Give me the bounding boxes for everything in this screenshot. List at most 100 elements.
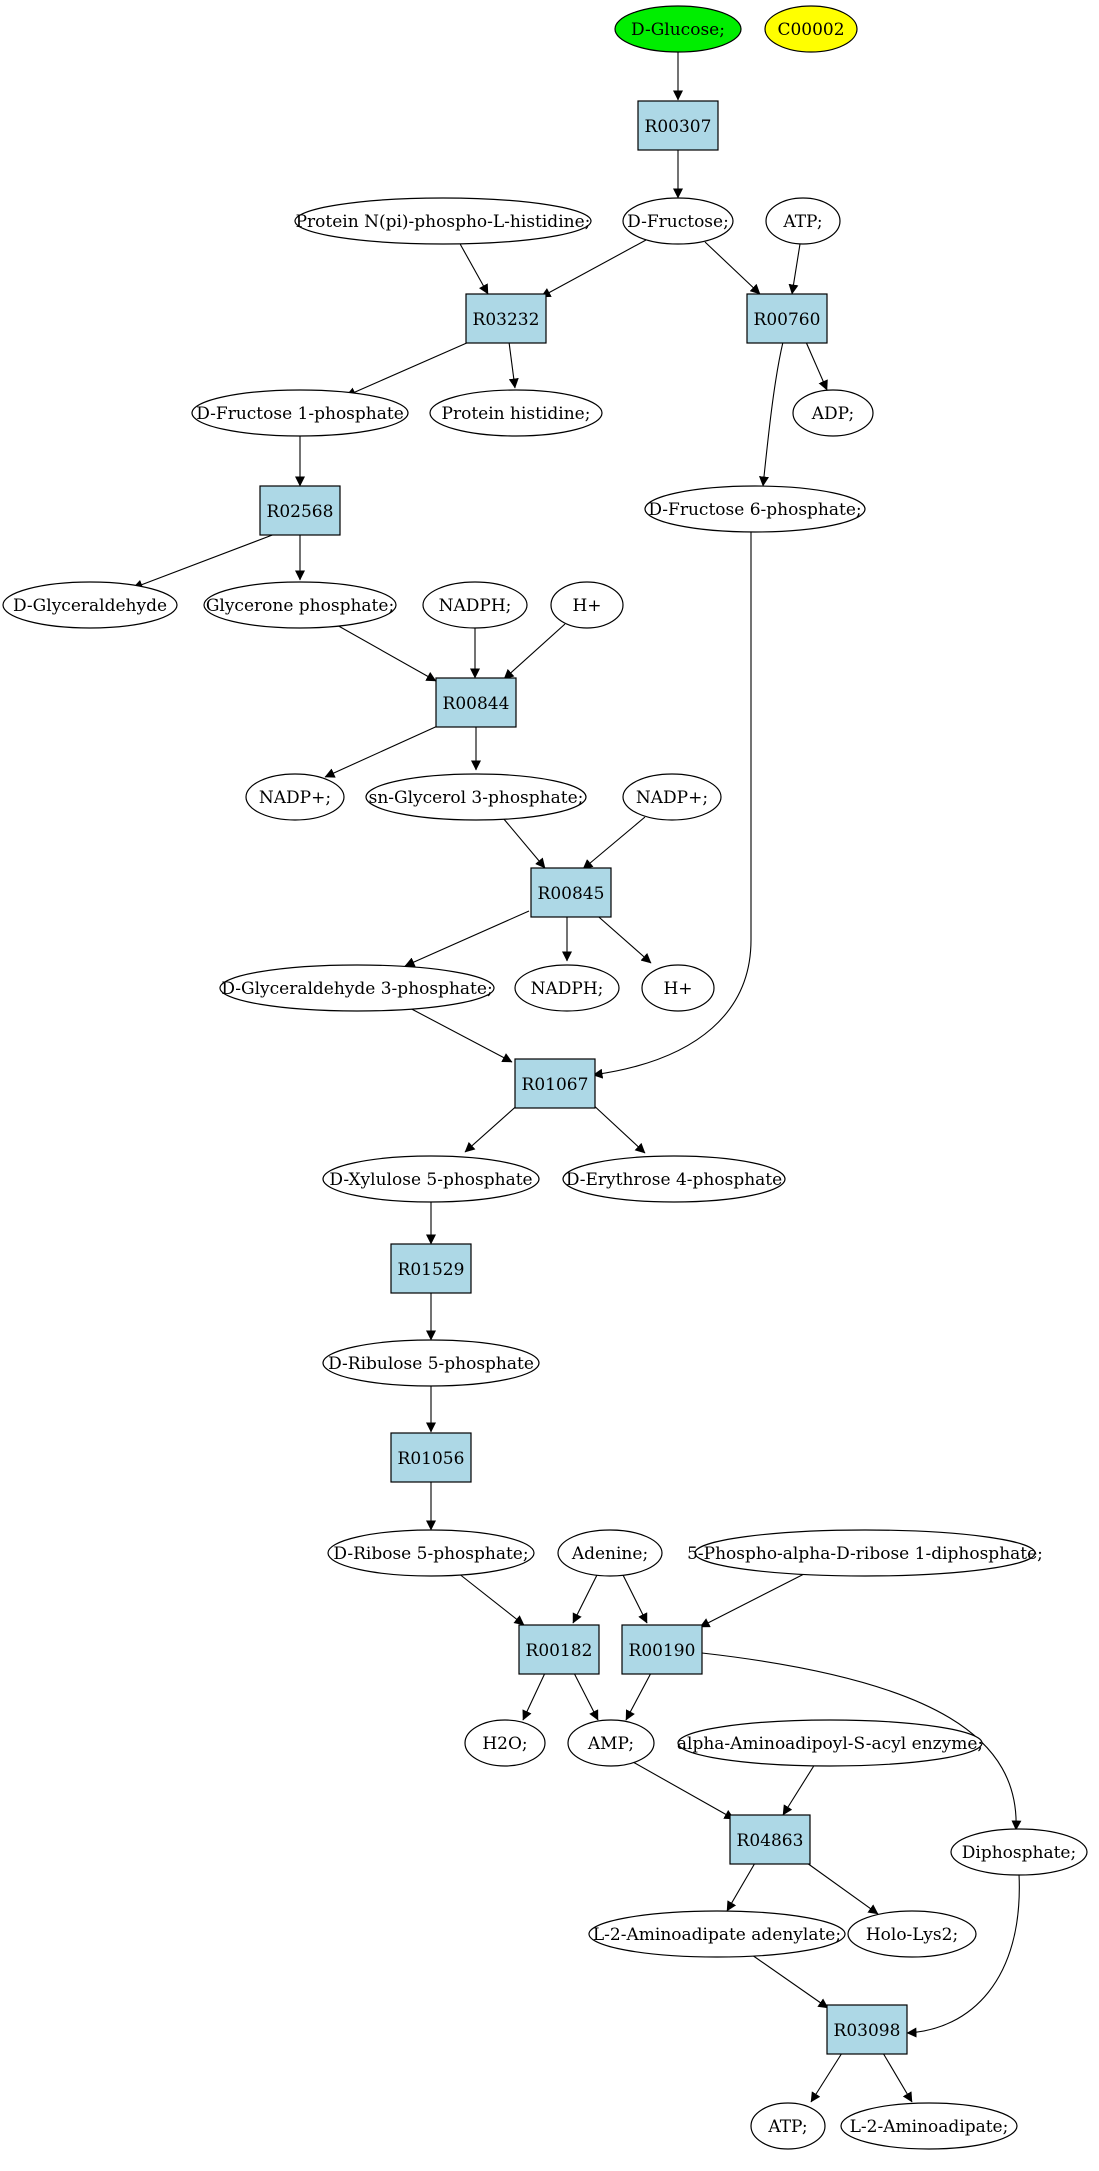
edge-nadp2-r00845 — [582, 816, 646, 870]
edge-f6p-r01067 — [592, 528, 752, 1079]
compound-label: D-Erythrose 4-phosphate — [566, 1170, 782, 1190]
edge-g3p-r00845 — [502, 817, 546, 869]
compound-label: ADP; — [811, 404, 854, 424]
compound-node-aminoadipoyl-s-acyl-enzyme[interactable]: alpha-Aminoadipoyl-S-acyl enzyme; — [677, 1719, 983, 1767]
reaction-node-r01067[interactable]: R01067 — [514, 1058, 596, 1109]
edge-r03098-l2aa — [882, 2052, 913, 2103]
compound-node-h-plus[interactable]: H+ — [550, 581, 624, 629]
compound-label: NADPH; — [531, 979, 604, 999]
compound-node-c00002[interactable]: C00002 — [764, 5, 858, 53]
reaction-node-r03098[interactable]: R03098 — [826, 2004, 908, 2055]
reaction-node-r01056[interactable]: R01056 — [390, 1432, 472, 1483]
compound-label: Holo-Lys2; — [866, 1925, 958, 1945]
compound-label: D-Ribose 5-phosphate; — [333, 1544, 528, 1564]
edge-l2aa-adenylate-r03098 — [751, 1954, 829, 2009]
compound-label: Diphosphate; — [962, 1843, 1076, 1863]
compound-node-glyceraldehyde-3-phosphate[interactable]: D-Glyceraldehyde 3-phosphate; — [219, 964, 495, 1012]
reaction-label: R00760 — [754, 310, 821, 330]
edge-r02568-glyceraldehyde — [132, 533, 276, 590]
reaction-label: R01067 — [522, 1075, 589, 1095]
compound-label: C00002 — [777, 20, 844, 40]
compound-node-amp[interactable]: AMP; — [567, 1719, 655, 1767]
edge-r03232-prot-his — [508, 341, 519, 389]
compound-node-xylulose-5-phosphate[interactable]: D-Xylulose 5-phosphate — [322, 1155, 540, 1203]
compound-label: Glycerone phosphate; — [206, 596, 394, 616]
compound-node-ribose-5-phosphate[interactable]: D-Ribose 5-phosphate; — [327, 1529, 535, 1577]
reaction-node-r03232[interactable]: R03232 — [465, 293, 547, 344]
reaction-node-r01529[interactable]: R01529 — [390, 1243, 472, 1294]
edge-r03232-f1p — [345, 341, 470, 397]
compound-node-nadp-plus[interactable]: NADP+; — [245, 773, 345, 821]
reaction-node-r00190[interactable]: R00190 — [621, 1624, 703, 1675]
compound-node-d-fructose[interactable]: D-Fructose; — [622, 197, 734, 245]
reaction-node-r00182[interactable]: R00182 — [518, 1624, 600, 1675]
reaction-node-r00844[interactable]: R00844 — [435, 677, 517, 728]
compound-label: D-Ribulose 5-phosphate — [328, 1354, 534, 1374]
compound-node-adp[interactable]: ADP; — [792, 389, 874, 437]
compound-label: Adenine; — [571, 1544, 648, 1564]
compound-node-atp[interactable]: ATP; — [765, 197, 841, 245]
compound-label: D-Fructose 6-phosphate; — [648, 500, 861, 520]
edge-r5p-r00182 — [457, 1572, 525, 1626]
compound-label: AMP; — [587, 1734, 634, 1754]
compound-label: Protein N(pi)-phospho-L-histidine; — [296, 212, 591, 232]
compound-node-h2o[interactable]: H2O; — [464, 1719, 546, 1767]
edge-r03098-atp2 — [810, 2052, 843, 2103]
compound-label: 5-Phospho-alpha-D-ribose 1-diphosphate; — [687, 1544, 1043, 1564]
compound-node-d-glucose[interactable]: D-Glucose; — [614, 5, 742, 53]
compound-node-holo-lys2[interactable]: Holo-Lys2; — [847, 1910, 977, 1958]
compound-label: Protein histidine; — [442, 404, 591, 424]
edge-r04863-hololys2 — [806, 1862, 879, 1915]
reaction-label: R00845 — [538, 884, 605, 904]
edge-r01067-x5p — [464, 1101, 522, 1153]
compound-label: D-Fructose 1-phosphate — [196, 404, 404, 424]
compound-node-d-glyceraldehyde[interactable]: D-Glyceraldehyde — [2, 581, 178, 629]
compound-label: L-2-Aminoadipate; — [850, 2117, 1009, 2137]
edge-r01067-e4p — [589, 1101, 646, 1154]
compound-label: D-Fructose; — [627, 212, 729, 232]
compound-node-atp-2[interactable]: ATP; — [750, 2102, 826, 2150]
reaction-node-r00307[interactable]: R00307 — [637, 100, 719, 151]
compound-node-protein-histidine[interactable]: Protein histidine; — [429, 389, 603, 437]
reaction-label: R00307 — [645, 117, 712, 137]
compound-label: H2O; — [482, 1734, 527, 1754]
edge-r04863-l2aa-adenylate — [726, 1862, 756, 1912]
compound-node-fructose-6-phosphate[interactable]: D-Fructose 6-phosphate; — [644, 485, 866, 533]
reaction-node-r04863[interactable]: R04863 — [729, 1814, 811, 1865]
compound-node-fructose-1-phosphate[interactable]: D-Fructose 1-phosphate — [191, 389, 409, 437]
compound-node-prpp[interactable]: 5-Phospho-alpha-D-ribose 1-diphosphate; — [687, 1529, 1043, 1577]
compound-label: L-2-Aminoadipate adenylate; — [593, 1925, 841, 1945]
reaction-node-r00845[interactable]: R00845 — [530, 867, 612, 918]
edge-adenine-r00190 — [621, 1572, 648, 1624]
edge-hplus-r00844 — [503, 623, 566, 680]
edge-protein-nphis-r03232 — [458, 241, 489, 295]
compound-node-nadph[interactable]: NADPH; — [422, 581, 528, 629]
compound-node-l2-aminoadipate[interactable]: L-2-Aminoadipate; — [840, 2102, 1018, 2150]
edge-gap-r01067 — [403, 1004, 513, 1063]
edge-aminoadipoyl-r04863 — [782, 1763, 816, 1816]
reaction-label: R03098 — [834, 2021, 901, 2041]
reaction-label: R04863 — [737, 1831, 804, 1851]
edge-r00760-f6p — [759, 341, 784, 487]
compound-node-protein-nphis[interactable]: Protein N(pi)-phospho-L-histidine; — [294, 197, 592, 245]
compound-node-sn-glycerol-3-phosphate[interactable]: sn-Glycerol 3-phosphate; — [365, 773, 587, 821]
edge-prpp-r00190 — [699, 1572, 807, 1628]
compound-node-l2-aminoadipate-adenylate[interactable]: L-2-Aminoadipate adenylate; — [588, 1910, 846, 1958]
compound-node-ribulose-5-phosphate[interactable]: D-Ribulose 5-phosphate — [322, 1339, 540, 1387]
compound-node-glycerone-phosphate[interactable]: Glycerone phosphate; — [203, 581, 397, 629]
reaction-node-r00760[interactable]: R00760 — [746, 293, 828, 344]
compound-node-nadph-2[interactable]: NADPH; — [514, 964, 620, 1012]
compound-node-erythrose-4-phosphate[interactable]: D-Erythrose 4-phosphate — [562, 1155, 786, 1203]
compound-label: alpha-Aminoadipoyl-S-acyl enzyme; — [677, 1734, 983, 1754]
compound-node-diphosphate[interactable]: Diphosphate; — [950, 1828, 1088, 1876]
compound-label: sn-Glycerol 3-phosphate; — [369, 788, 584, 808]
compound-node-nadp-plus-2[interactable]: NADP+; — [622, 773, 722, 821]
edges — [132, 52, 1022, 2103]
compound-node-adenine[interactable]: Adenine; — [557, 1529, 663, 1577]
reaction-node-r02568[interactable]: R02568 — [259, 485, 341, 536]
compound-label: H+ — [572, 596, 601, 616]
compound-label: ATP; — [767, 2117, 807, 2137]
compound-node-h-plus-2[interactable]: H+ — [641, 964, 715, 1012]
compound-label: D-Xylulose 5-phosphate — [329, 1170, 532, 1190]
